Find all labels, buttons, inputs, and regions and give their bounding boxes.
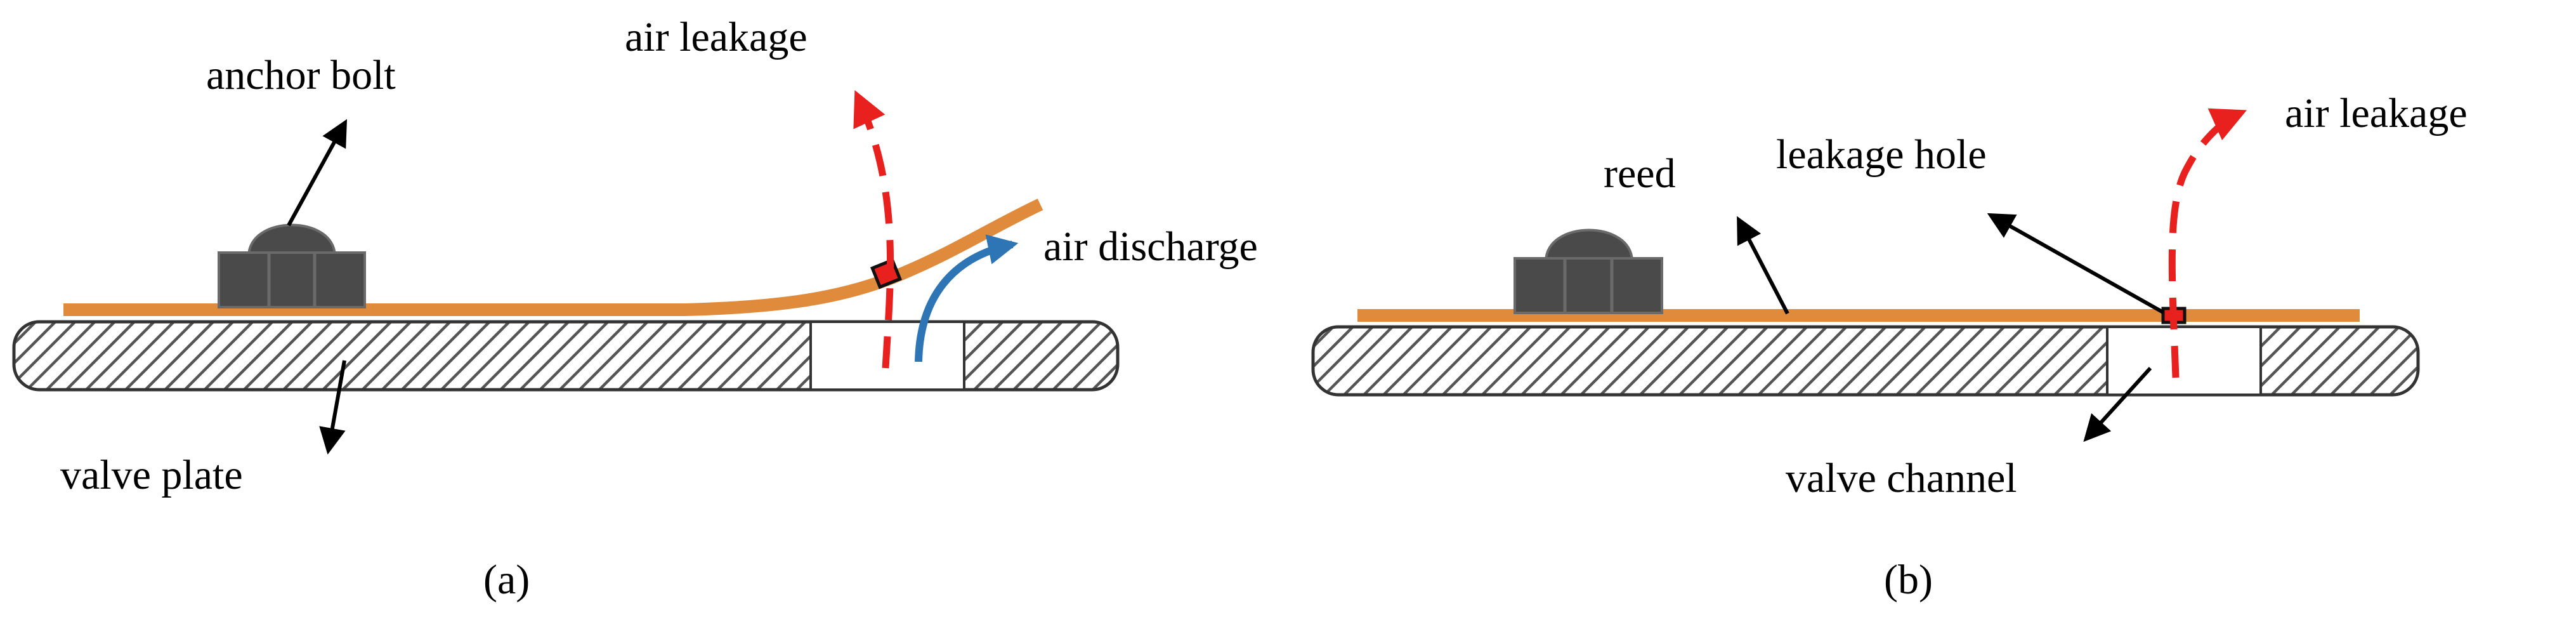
air-discharge-arrow-a xyxy=(915,234,1019,362)
valve-plate-leader-a xyxy=(319,360,346,455)
anchor-bolt-leader-a xyxy=(287,119,348,227)
caption-b: (b) xyxy=(1884,557,1933,603)
reed-leader-b xyxy=(1737,216,1789,315)
valve-plate-label: valve plate xyxy=(60,452,243,498)
air-leakage-arrow-b xyxy=(2168,108,2247,378)
reed-b xyxy=(1357,309,2360,322)
panel-a: anchor bolt air leakage air discharge va… xyxy=(12,14,1258,603)
anchor-bolt-b xyxy=(1514,228,1663,314)
leakage-hole-label: leakage hole xyxy=(1776,131,1987,178)
valve-channel-b xyxy=(2106,326,2262,396)
valve-channel-label: valve channel xyxy=(1786,455,2017,501)
panel-b: reed leakage hole air leakage valve chan… xyxy=(1311,90,2468,603)
caption-a: (a) xyxy=(483,557,530,603)
valve-channel-leader-b xyxy=(2083,366,2152,442)
anchor-bolt-label: anchor bolt xyxy=(206,52,396,98)
anchor-bolt-a xyxy=(218,223,366,308)
air-discharge-label: air discharge xyxy=(1043,223,1258,270)
leakage-hole-leader-b xyxy=(1987,213,2164,314)
air-leakage-label-a: air leakage xyxy=(625,14,807,60)
reed-label: reed xyxy=(1604,150,1676,197)
air-leakage-label-b: air leakage xyxy=(2285,90,2468,136)
